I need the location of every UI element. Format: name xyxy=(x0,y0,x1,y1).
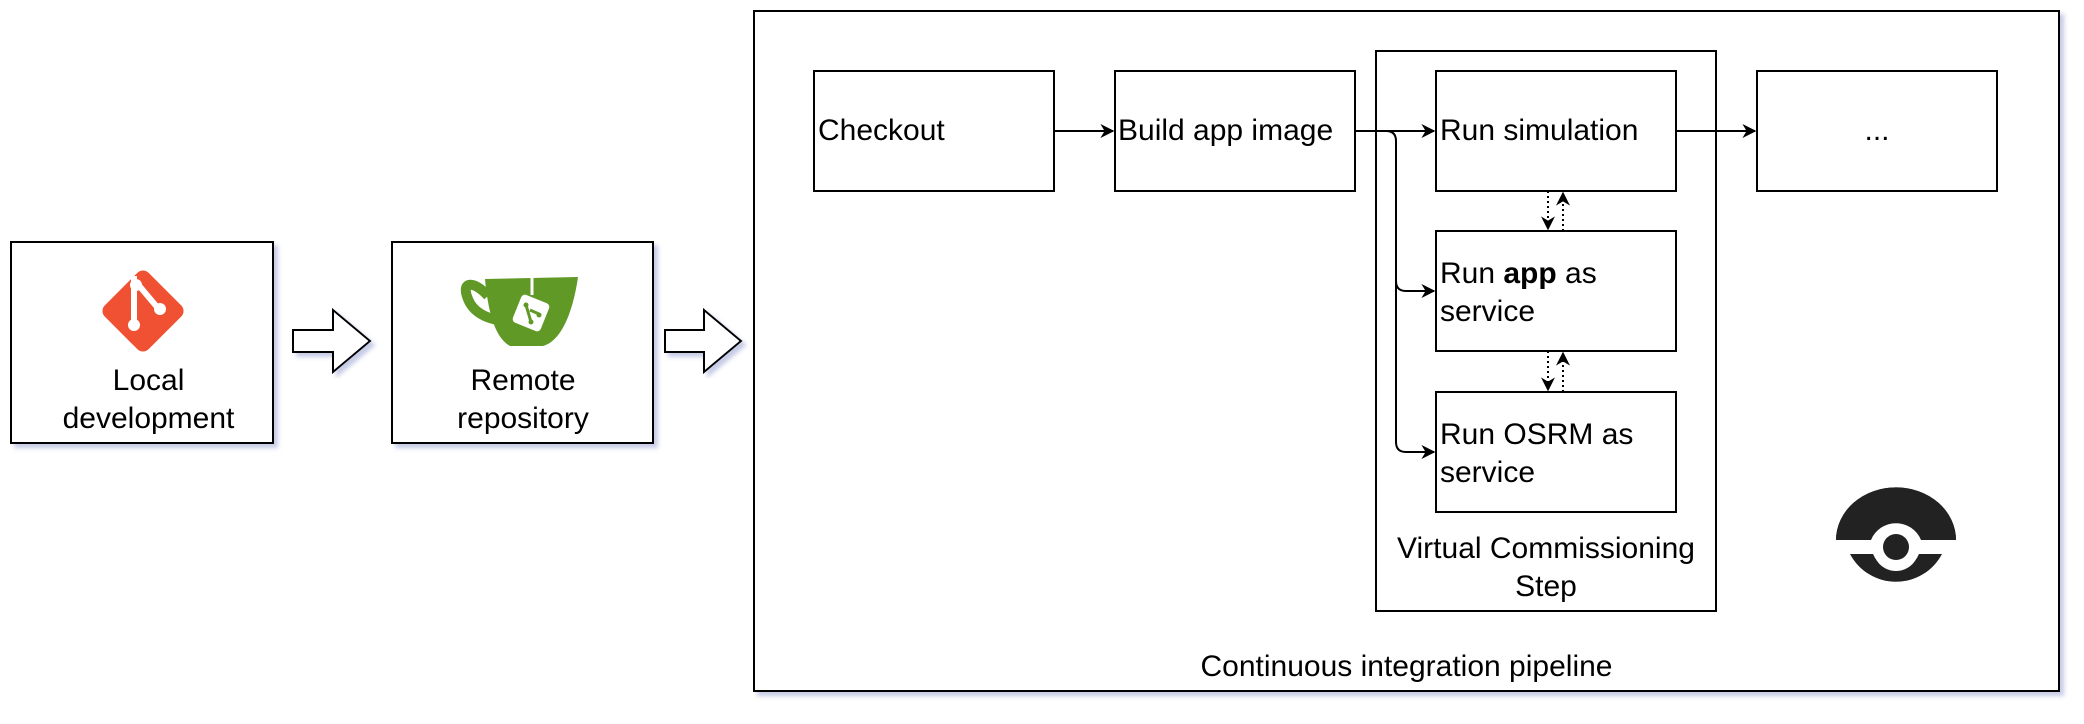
local-line-1: Local xyxy=(112,364,185,397)
remote-line-1: Remote xyxy=(470,364,576,397)
local-development-label: Local development xyxy=(11,362,286,438)
block-arrow-1 xyxy=(292,307,372,375)
app-bold: app xyxy=(1503,257,1557,290)
checkout-box xyxy=(813,70,1055,192)
run-simulation-label: Run simulation xyxy=(1440,114,1639,147)
remote-repository-label: Remote repository xyxy=(392,362,654,438)
run-app-service-label: Run app as service xyxy=(1440,255,1676,331)
git-icon xyxy=(102,270,184,352)
next-step-label: ... xyxy=(1864,114,1890,147)
vc-group-label: Virtual Commissioning Step xyxy=(1376,530,1716,606)
gitea-icon xyxy=(460,277,578,346)
arrow-build-app xyxy=(1355,130,1436,298)
block-arrow-2 xyxy=(664,307,743,375)
osrm-line-2: service xyxy=(1440,456,1536,489)
osrm-line-1: Run OSRM as xyxy=(1440,418,1634,451)
run-simulation-box xyxy=(1435,70,1677,192)
run-osrm-service-box xyxy=(1435,391,1677,513)
vc-line-1: Virtual Commissioning xyxy=(1397,532,1695,565)
pipeline-label: Continuous integration pipeline xyxy=(1200,650,1613,683)
arrow-build-osrm xyxy=(1395,281,1436,459)
remote-line-2: repository xyxy=(457,402,589,435)
local-line-2: development xyxy=(62,402,235,435)
run-app-service-box xyxy=(1435,230,1677,352)
app-prefix: Run xyxy=(1440,257,1504,290)
run-osrm-service-label: Run OSRM as service xyxy=(1440,416,1676,492)
build-app-image-label: Build app image xyxy=(1118,114,1334,147)
build-app-image-box xyxy=(1114,70,1356,192)
app-line-2: service xyxy=(1440,295,1536,328)
checkout-label: Checkout xyxy=(818,114,945,147)
app-suffix: as xyxy=(1556,257,1597,290)
drone-ci-icon xyxy=(1836,487,1956,582)
next-step-box xyxy=(1756,70,1998,192)
vc-line-2: Step xyxy=(1515,570,1577,603)
